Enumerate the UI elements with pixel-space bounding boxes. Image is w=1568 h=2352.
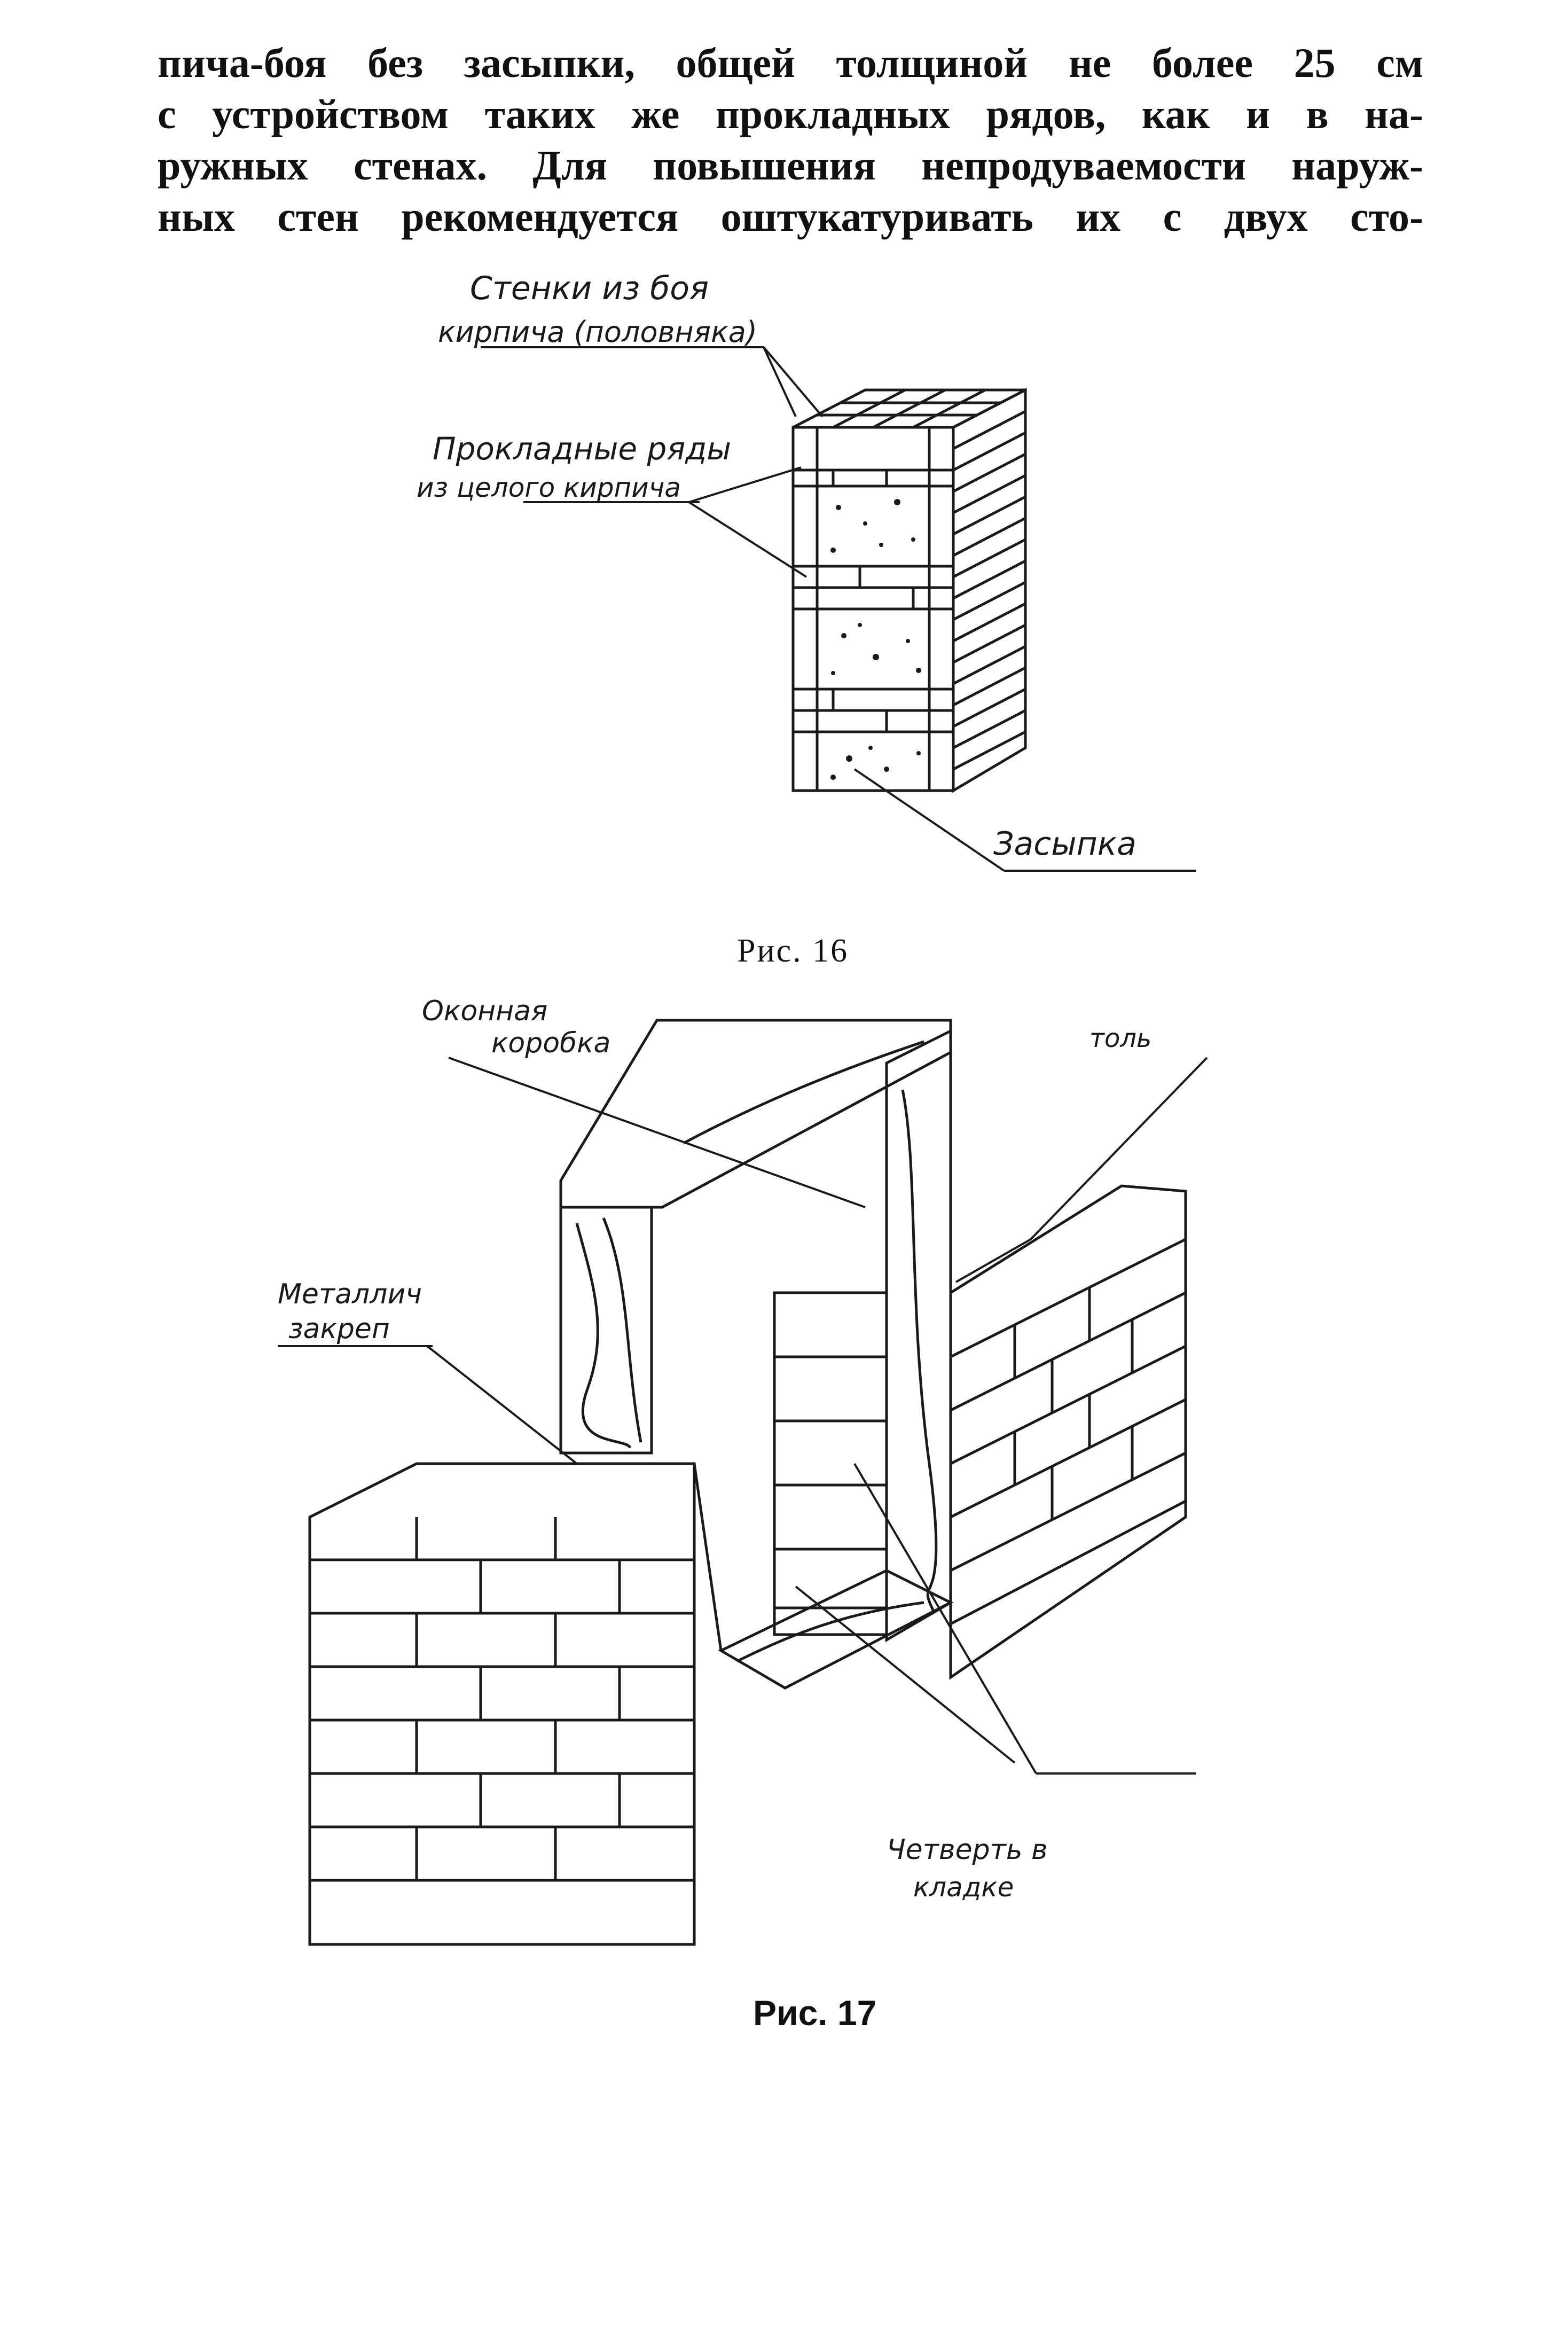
text-line-2: с устройством таких же прокладных рядов,… (158, 91, 1423, 137)
label-rows-line2: из целого кирпича (417, 472, 681, 503)
label-frame-line2: коробка (491, 1027, 610, 1059)
label-quarter-line2: кладке (913, 1872, 1014, 1903)
rubble-infill-pattern (830, 499, 921, 780)
frame-left-jamb (559, 1206, 653, 1455)
label-frame-line1: Оконная (422, 995, 547, 1027)
label-rows-line1: Прокладные ряды (433, 431, 731, 467)
right-wall (949, 1184, 1187, 1680)
body-paragraph: пича-боя без засыпки, общей толщиной не … (158, 37, 1423, 243)
label-walls-line1: Стенки из боя (470, 270, 709, 307)
label-quarter-line1: Четверть в (887, 1834, 1048, 1866)
figure-16-brick-wall-drawing: Стенки из боя кирпича (половняка) Прокла… (417, 270, 1196, 872)
label-walls-line2: кирпича (половняка) (438, 315, 757, 349)
frame-sill (718, 1569, 954, 1690)
reveal-brick-column (773, 1291, 888, 1636)
label-anchor-line1: Металлич (278, 1278, 422, 1310)
figure-17-caption: Рис. 17 (753, 1993, 877, 2033)
text-line-4: ных стен рекомендуется оштукатуривать их… (158, 193, 1423, 240)
figure-16-caption: Рис. 16 (737, 933, 849, 969)
text-line-3: ружных стенах. Для повышения непродуваем… (158, 142, 1423, 189)
label-tol: толь (1089, 1023, 1151, 1053)
label-fill: Засыпка (993, 825, 1136, 863)
figure-17-window-frame-drawing: Оконная коробка толь Металлич закреп Чет… (278, 995, 1208, 1946)
label-anchor-line2: закреп (288, 1313, 390, 1345)
text-line-1: пича-боя без засыпки, общей толщиной не … (158, 40, 1423, 86)
left-wall (308, 1462, 696, 1946)
frame-head (559, 1019, 952, 1209)
